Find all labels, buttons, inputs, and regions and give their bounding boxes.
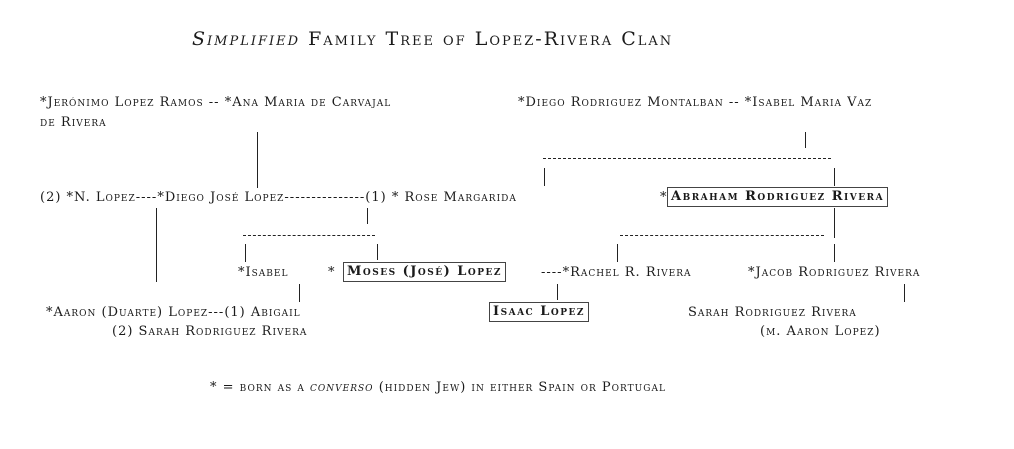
diagram-title: Simplified Family Tree of Lopez-Rivera C… [192,28,673,50]
line-rm-children-bar [543,158,831,159]
line-abraham-down [834,208,835,238]
person-jeronimo-ana-cont: de Rivera [40,115,107,130]
footnote-pre: * = born as a [210,380,311,395]
line-to-rose [544,168,545,186]
person-sarah-marriage: (m. Aaron Lopez) [760,324,881,339]
footnote-italic: converso [310,380,374,395]
person-moses-box: Moses (José) Lopez [343,262,506,282]
person-rachel: ----*Rachel R. Rivera [541,265,692,280]
line-diego-rose-down [367,208,368,224]
abraham-star: * [660,190,668,205]
line-n-lopez-to-aaron [156,208,157,282]
person-aaron-wife2: (2) Sarah Rodriguez Rivera [112,324,308,339]
title-rest: Family Tree of Lopez-Rivera Clan [300,28,674,50]
line-moses-rachel-to-isaac [557,284,558,300]
line-to-abraham [834,168,835,186]
moses-star: * [328,265,336,280]
person-lopez-row: (2) *N. Lopez----*Diego José Lopez------… [40,190,517,205]
person-diego-isabel: *Diego Rodriguez Montalban -- *Isabel Ma… [518,95,873,110]
person-isaac-box: Isaac Lopez [489,302,589,322]
line-moses-to-aaron [299,284,300,302]
person-sarah: Sarah Rodriguez Rivera [688,305,857,320]
line-lopez-children-bar [243,235,375,236]
person-isabel: *Isabel [238,265,289,280]
line-to-jacob [834,244,835,262]
line-jeronimo-to-diego [257,132,258,188]
person-aaron: *Aaron (Duarte) Lopez---(1) Abigail [46,305,301,320]
line-jacob-to-sarah [904,284,905,302]
line-to-isabel [245,244,246,262]
person-abraham-box: Abraham Rodriguez Rivera [667,187,889,207]
line-diego-rm-down [805,132,806,148]
person-jacob: *Jacob Rodriguez Rivera [748,265,921,280]
person-jeronimo-ana: *Jerónimo Lopez Ramos -- *Ana Maria de C… [40,95,392,110]
line-to-rachel [617,244,618,262]
line-to-moses [377,244,378,260]
footnote: * = born as a converso (hidden Jew) in e… [210,380,666,396]
footnote-post: (hidden Jew) in either Spain or Portugal [373,380,666,395]
title-italic: Simplified [192,28,301,50]
line-abraham-children-bar [620,235,824,236]
